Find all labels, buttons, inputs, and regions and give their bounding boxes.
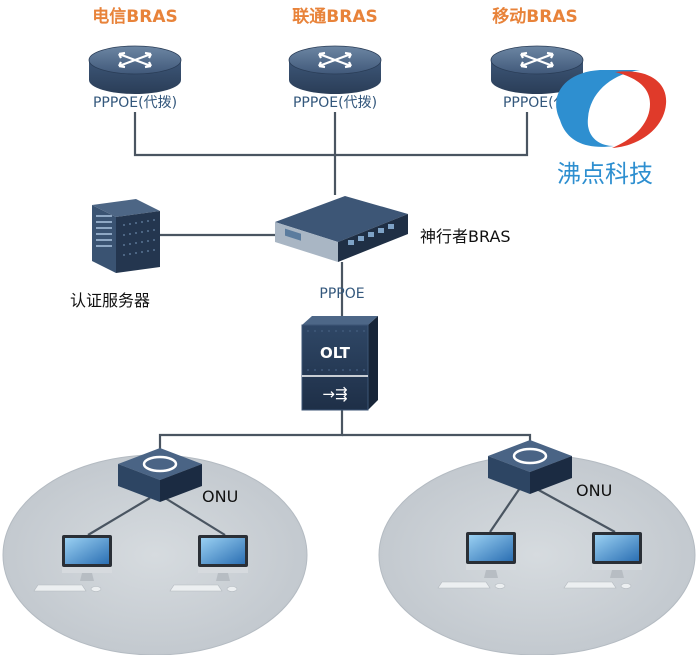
router-arrows-icon bbox=[520, 51, 554, 69]
company-logo: FD 沸点科技 bbox=[556, 70, 667, 188]
core-bras-name: 神行者BRAS bbox=[420, 227, 511, 246]
computer-icon bbox=[169, 535, 248, 592]
olt-label: OLT bbox=[320, 344, 351, 362]
onu-right-label: ONU bbox=[576, 481, 612, 500]
isp-router-mobile bbox=[490, 45, 584, 94]
onu-left-icon bbox=[118, 448, 202, 502]
core-bras-protocol: PPPOE bbox=[319, 286, 364, 302]
isp-router-telecom bbox=[88, 45, 182, 94]
auth-server-label: 认证服务器 bbox=[70, 291, 150, 310]
core-bras-switch-icon bbox=[275, 196, 408, 262]
onu-right-icon bbox=[488, 440, 572, 494]
router-arrows-icon bbox=[318, 51, 352, 69]
logo-company-name: 沸点科技 bbox=[557, 160, 653, 188]
router-arrows-icon bbox=[118, 51, 152, 69]
isp-router-unicom-name: 联通BRAS bbox=[292, 7, 377, 27]
isp-router-mobile-name: 移动BRAS bbox=[492, 6, 577, 27]
isp-router-unicom-protocol: PPPOE(代拨) bbox=[293, 95, 377, 111]
logo-mark: FD bbox=[589, 97, 634, 132]
computer-icon bbox=[437, 532, 516, 589]
logo-swoosh-red-icon bbox=[612, 71, 667, 148]
onu-left-label: ONU bbox=[202, 487, 238, 506]
isp-router-telecom-name: 电信BRAS bbox=[92, 6, 177, 27]
isp-router-unicom bbox=[288, 45, 382, 94]
olt-device-icon bbox=[301, 316, 378, 411]
auth-server-icon bbox=[92, 199, 160, 273]
computer-icon bbox=[563, 532, 642, 589]
olt-split-symbol: →⇶ bbox=[322, 385, 347, 403]
isp-router-telecom-protocol: PPPOE(代拨) bbox=[93, 95, 177, 111]
computer-icon bbox=[33, 535, 112, 592]
logo-swoosh-blue-icon bbox=[556, 70, 640, 147]
